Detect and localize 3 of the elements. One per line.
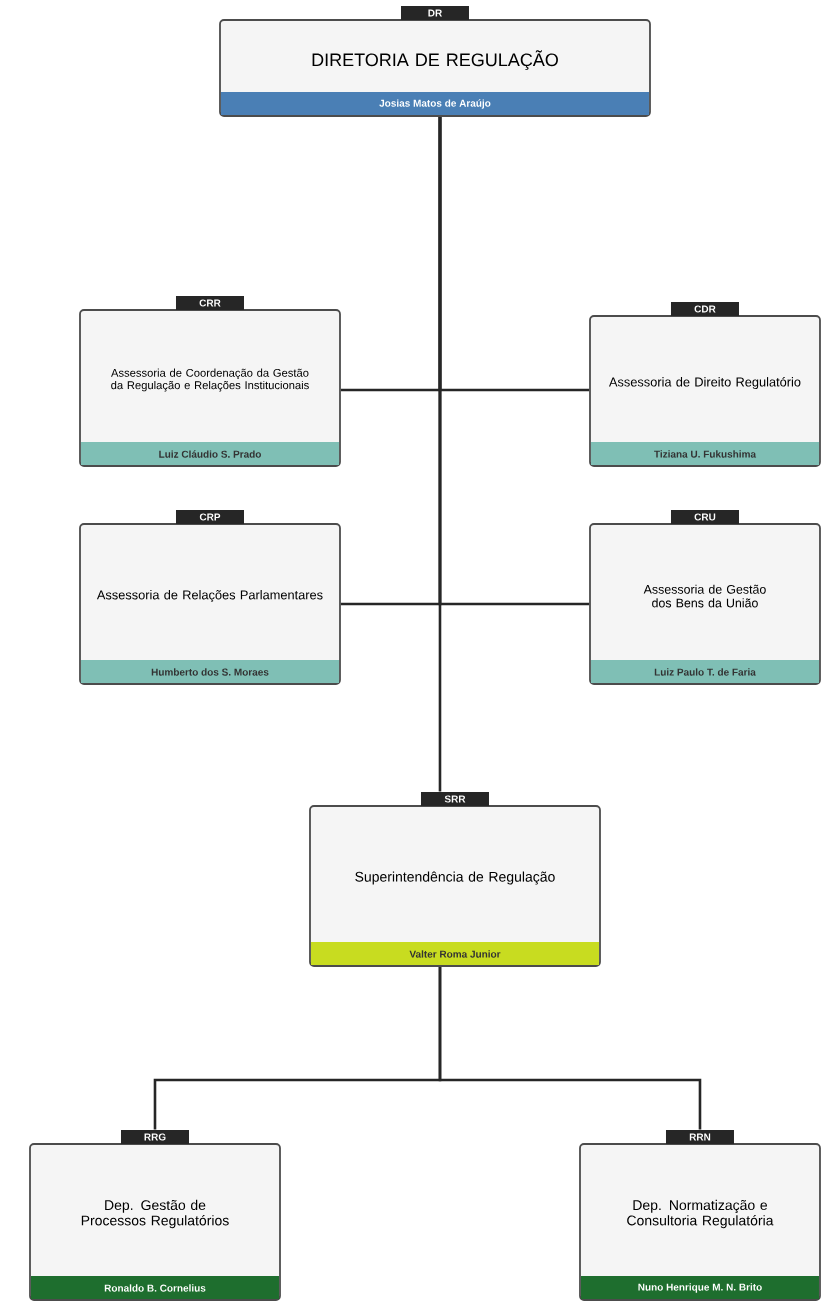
connector-line — [438, 966, 702, 1130]
connector-line — [438, 116, 442, 792]
unit-title: DIRETORIA DE REGULAÇÃO — [312, 50, 558, 70]
